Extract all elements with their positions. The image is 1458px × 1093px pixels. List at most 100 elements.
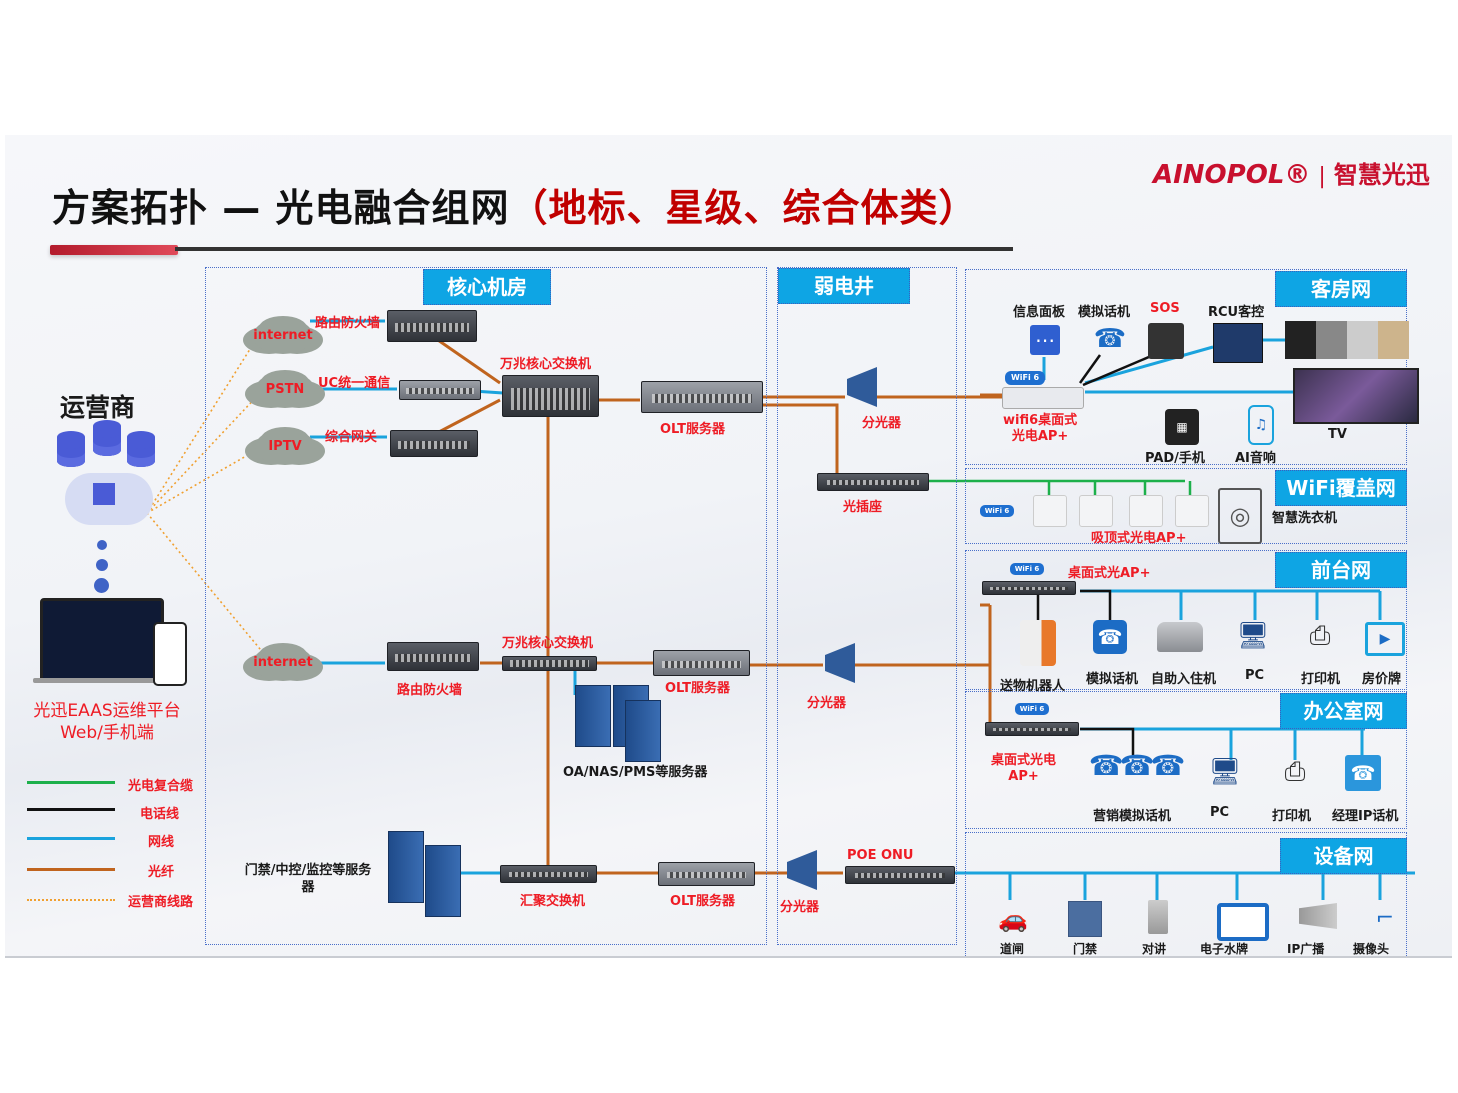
label-analog-phone: 模拟话机 bbox=[1078, 305, 1131, 320]
title-underline bbox=[175, 247, 1013, 251]
label-pc-front: PC bbox=[1245, 668, 1265, 683]
label-intercom: 对讲 bbox=[1142, 942, 1167, 956]
olt-device-3 bbox=[658, 862, 755, 886]
legend-label: 运营商线路 bbox=[128, 895, 194, 910]
wifi6-badge: WiFi 6 bbox=[1005, 371, 1045, 385]
ceiling-ap-device bbox=[1079, 495, 1113, 527]
platform-label-line1: 光迅EAAS运维平台 bbox=[33, 701, 181, 721]
label-desktop-ap-line1: wifi6桌面式 bbox=[1003, 413, 1078, 428]
ceiling-ap-device bbox=[1033, 495, 1067, 527]
desktop-ap-device bbox=[1002, 387, 1084, 409]
phone-line bbox=[1080, 589, 1112, 620]
cloud-pstn: PSTN bbox=[255, 372, 315, 408]
label-ip-phone: 经理IP话机 bbox=[1332, 809, 1399, 824]
tag-wifi-coverage: WiFi覆盖网 bbox=[1275, 470, 1407, 506]
label-printer-front: 打印机 bbox=[1301, 672, 1341, 687]
label-splitter-3: 分光器 bbox=[780, 900, 820, 915]
label-gateway: 综合网关 bbox=[325, 430, 378, 445]
printer-icon: ⎙ bbox=[1284, 756, 1306, 787]
server-icon bbox=[388, 831, 424, 903]
barrier-gate-icon: 🚗 bbox=[998, 905, 1028, 933]
label-servers-bottom: 门禁/中控/监控等服务器 bbox=[244, 863, 372, 895]
ip-phone-icon: ☎ bbox=[1345, 755, 1381, 791]
intercom-icon bbox=[1148, 900, 1168, 934]
logo-cn: 智慧光迅 bbox=[1333, 160, 1430, 189]
server-icon bbox=[425, 845, 461, 917]
tag-front-desk: 前台网 bbox=[1275, 552, 1407, 588]
label-olt: OLT服务器 bbox=[660, 422, 726, 437]
region-wifi-coverage bbox=[965, 468, 1407, 544]
label-firewall: 路由防火墙 bbox=[315, 316, 381, 331]
legend-swatch-network bbox=[27, 837, 115, 840]
laptop-base bbox=[33, 678, 165, 683]
core-switch-device bbox=[502, 375, 599, 417]
label-washer: 智慧洗衣机 bbox=[1272, 511, 1338, 526]
tag-weak-shaft: 弱电井 bbox=[778, 268, 910, 304]
legend-swatch-carrier bbox=[27, 899, 115, 901]
label-analog-phone-front: 模拟话机 bbox=[1086, 672, 1139, 687]
wifi6-badge: WiFi 6 bbox=[1015, 703, 1049, 715]
tag-device-net: 设备网 bbox=[1280, 838, 1407, 874]
fiber bbox=[436, 398, 501, 435]
label-camera: 摄像头 bbox=[1353, 942, 1390, 956]
fiber bbox=[762, 403, 839, 473]
label-ip-broadcast: IP广播 bbox=[1287, 942, 1325, 956]
region-guest-room bbox=[965, 269, 1407, 465]
label-olt-3: OLT服务器 bbox=[670, 894, 736, 909]
e-signage-icon bbox=[1217, 903, 1269, 941]
tablet-phone-icon: ▦ bbox=[1165, 409, 1199, 445]
tag-office: 办公室网 bbox=[1280, 693, 1407, 729]
label-desktop-ap-line2: 光电AP+ bbox=[1011, 429, 1069, 444]
legend-swatch-phone bbox=[27, 808, 115, 811]
olt-device bbox=[641, 381, 763, 413]
sos-button-icon bbox=[1148, 323, 1184, 359]
phone-line bbox=[1080, 727, 1135, 755]
page-title: 方案拓扑 — 光电融合组网（地标、星级、综合体类） bbox=[52, 177, 977, 232]
tag-core-room: 核心机房 bbox=[423, 269, 551, 305]
label-socket: 光插座 bbox=[843, 500, 883, 515]
label-self-checkin: 自助入住机 bbox=[1151, 672, 1217, 687]
washing-machine-icon: ◎ bbox=[1218, 488, 1262, 544]
ai-speaker-icon: ♫ bbox=[1248, 405, 1274, 445]
phone-line bbox=[1078, 354, 1102, 384]
network-cable bbox=[1084, 345, 1214, 385]
wifi6-badge: WiFi 6 bbox=[1010, 563, 1044, 575]
phone-app-icon bbox=[153, 622, 187, 686]
label-robot: 送物机器人 bbox=[1000, 679, 1066, 694]
ceiling-ap-device bbox=[1129, 495, 1163, 527]
self-checkin-camera-icon bbox=[1157, 622, 1203, 652]
carrier-line bbox=[146, 512, 266, 656]
operator-title: 运营商 bbox=[60, 393, 136, 422]
database-icon bbox=[127, 431, 155, 467]
label-sales-phone: 营销模拟话机 bbox=[1093, 809, 1172, 824]
label-core-switch-2: 万兆核心交换机 bbox=[502, 636, 594, 651]
analog-phone-icon: ☎ bbox=[1093, 620, 1127, 654]
cloud-internet-2: internet bbox=[253, 645, 313, 681]
desktop-ap-device-front bbox=[982, 581, 1076, 595]
desktop-ap-device-office bbox=[985, 722, 1079, 736]
label-uc: UC统一通信 bbox=[318, 376, 391, 391]
label-tv: TV bbox=[1328, 427, 1347, 442]
olt-device-2 bbox=[653, 650, 750, 676]
label-ai-speaker: AI音响 bbox=[1235, 451, 1276, 466]
legend-swatch-fiber bbox=[27, 868, 115, 871]
pc-icon: 🖥 bbox=[1208, 757, 1242, 787]
switch-panels-icon bbox=[1285, 321, 1409, 359]
region-front-desk bbox=[965, 550, 1407, 690]
firewall-device-2 bbox=[387, 642, 479, 671]
dot-icon bbox=[97, 540, 107, 550]
poe-onu-device bbox=[845, 866, 955, 884]
ceiling-ap-device bbox=[1175, 495, 1209, 527]
title-suffix: （地标、星级、综合体类） bbox=[509, 186, 978, 230]
label-poe-onu: POE ONU bbox=[847, 848, 914, 863]
pc-icon: 🖥 bbox=[1236, 621, 1270, 651]
label-pc-office: PC bbox=[1210, 805, 1230, 820]
cloud-internet: internet bbox=[253, 318, 313, 354]
legend-label: 电话线 bbox=[140, 807, 180, 822]
region-weak-shaft bbox=[777, 267, 957, 945]
tag-guest-room: 客房网 bbox=[1275, 271, 1407, 307]
logo-brand: AINOPOL® bbox=[1153, 160, 1311, 190]
label-printer-office: 打印机 bbox=[1272, 809, 1312, 824]
legend-swatch-hybrid bbox=[27, 781, 115, 784]
label-servers-mid: OA/NAS/PMS等服务器 bbox=[563, 765, 708, 780]
